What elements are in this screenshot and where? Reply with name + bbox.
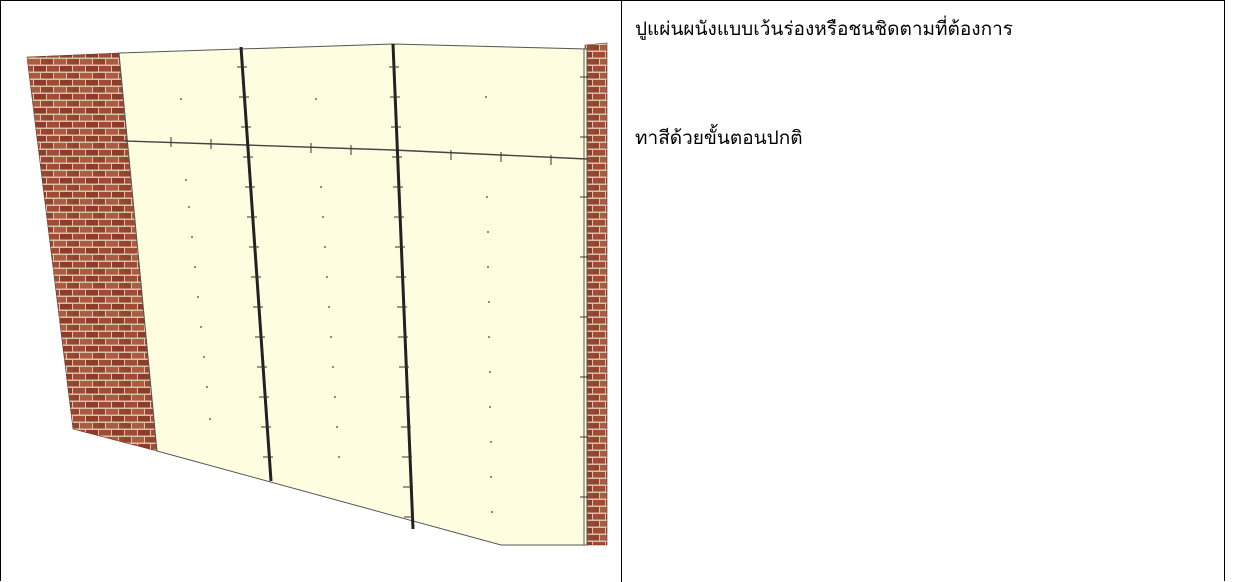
vertical-stud-2	[391, 43, 415, 530]
caption-paint: ทาสีด้วยขั้นตอนปกติ	[635, 127, 803, 149]
gypsum-board-surface	[118, 43, 588, 546]
screw-dots	[180, 96, 493, 513]
wall-panel-illustration	[26, 42, 608, 546]
caption-cell: ปูแผ่นผนังแบบเว้นร่องหรือชนชิดตามที่ต้อง…	[623, 1, 1225, 582]
stud-ticks	[170, 66, 588, 518]
caption-install-panels: ปูแผ่นผนังแบบเว้นร่องหรือชนชิดตามที่ต้อง…	[635, 18, 1013, 40]
illustration-cell	[1, 1, 622, 582]
vertical-stud-1	[239, 46, 273, 482]
horizontal-seam	[123, 140, 588, 160]
